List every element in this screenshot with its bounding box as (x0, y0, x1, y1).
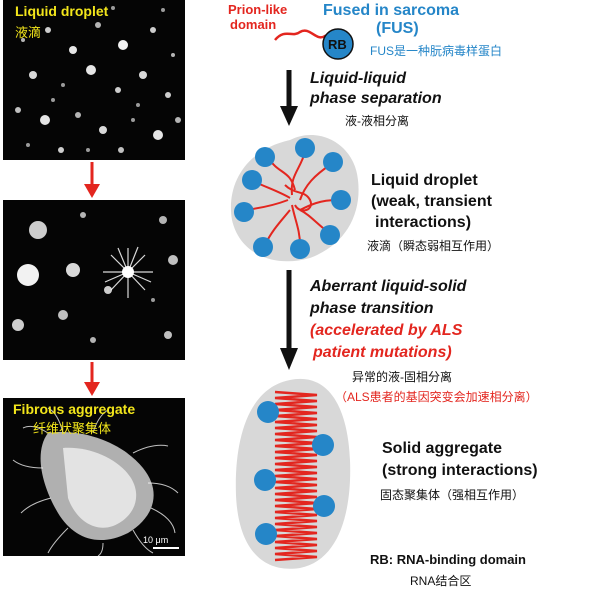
solid-aggregate-illustration (235, 378, 351, 569)
droplet-line2: (weak, transient (371, 193, 492, 210)
panel-arrow-2 (84, 362, 100, 396)
phase-separation-arrow (280, 70, 298, 126)
step2-line1: Aberrant liquid-solid (310, 278, 467, 295)
rb-label: RB (328, 37, 347, 52)
aggregate-line2: (strong interactions) (382, 462, 538, 479)
step1-cn: 液-液相分离 (345, 114, 409, 128)
prion-label-1: Prion-like (228, 2, 288, 17)
step1-line1: Liquid-liquid (310, 70, 406, 87)
aggregate-cn: 固态聚集体（强相互作用） (380, 488, 525, 502)
fibrous-image (12, 407, 179, 556)
panel-subtitle-fibrous-aggregate: 纤维状聚集体 (33, 421, 112, 436)
fus-name-cn: FUS是一种朊病毒样蛋白 (370, 44, 503, 58)
transition-image (12, 212, 178, 343)
aggregate-line1: Solid aggregate (382, 440, 503, 457)
liquid-droplet-illustration (230, 134, 359, 262)
step2-line2: phase transition (310, 300, 434, 317)
panel-subtitle-liquid-droplet: 液滴 (15, 25, 42, 40)
micrograph-fibrous-aggregate: Fibrous aggregate 纤维状聚集体 10 μm (3, 398, 185, 556)
droplet-line3: interactions) (375, 214, 472, 231)
step2-cn2: （ALS患者的基因突变会加速相分离） (335, 390, 538, 404)
panel-title-liquid-droplet: Liquid droplet (15, 3, 109, 19)
micrograph-liquid-droplet: Liquid droplet 液滴 (3, 0, 185, 160)
legend-line1: RB: RNA-binding domain (370, 552, 526, 567)
step2-line3: (accelerated by ALS (310, 322, 463, 339)
fus-name-2: (FUS) (376, 20, 419, 37)
scale-bar-label: 10 μm (143, 535, 169, 545)
panel-title-fibrous-aggregate: Fibrous aggregate (13, 401, 136, 417)
rb-domain-circle (322, 28, 354, 60)
prion-label-2: domain (230, 17, 277, 32)
phase-transition-arrow (280, 270, 298, 370)
droplet-image (15, 6, 181, 153)
fus-name-1: Fused in sarcoma (323, 2, 460, 19)
micrograph-transition (3, 200, 185, 360)
droplet-line1: Liquid droplet (371, 172, 478, 189)
droplet-cn: 液滴（瞬态弱相互作用） (367, 239, 500, 253)
step2-line4: patient mutations) (313, 344, 452, 361)
step1-line2: phase separation (310, 90, 442, 107)
step2-cn1: 异常的液-固相分离 (352, 370, 452, 384)
legend-line2: RNA结合区 (410, 574, 472, 588)
panel-arrow-1 (84, 162, 100, 198)
